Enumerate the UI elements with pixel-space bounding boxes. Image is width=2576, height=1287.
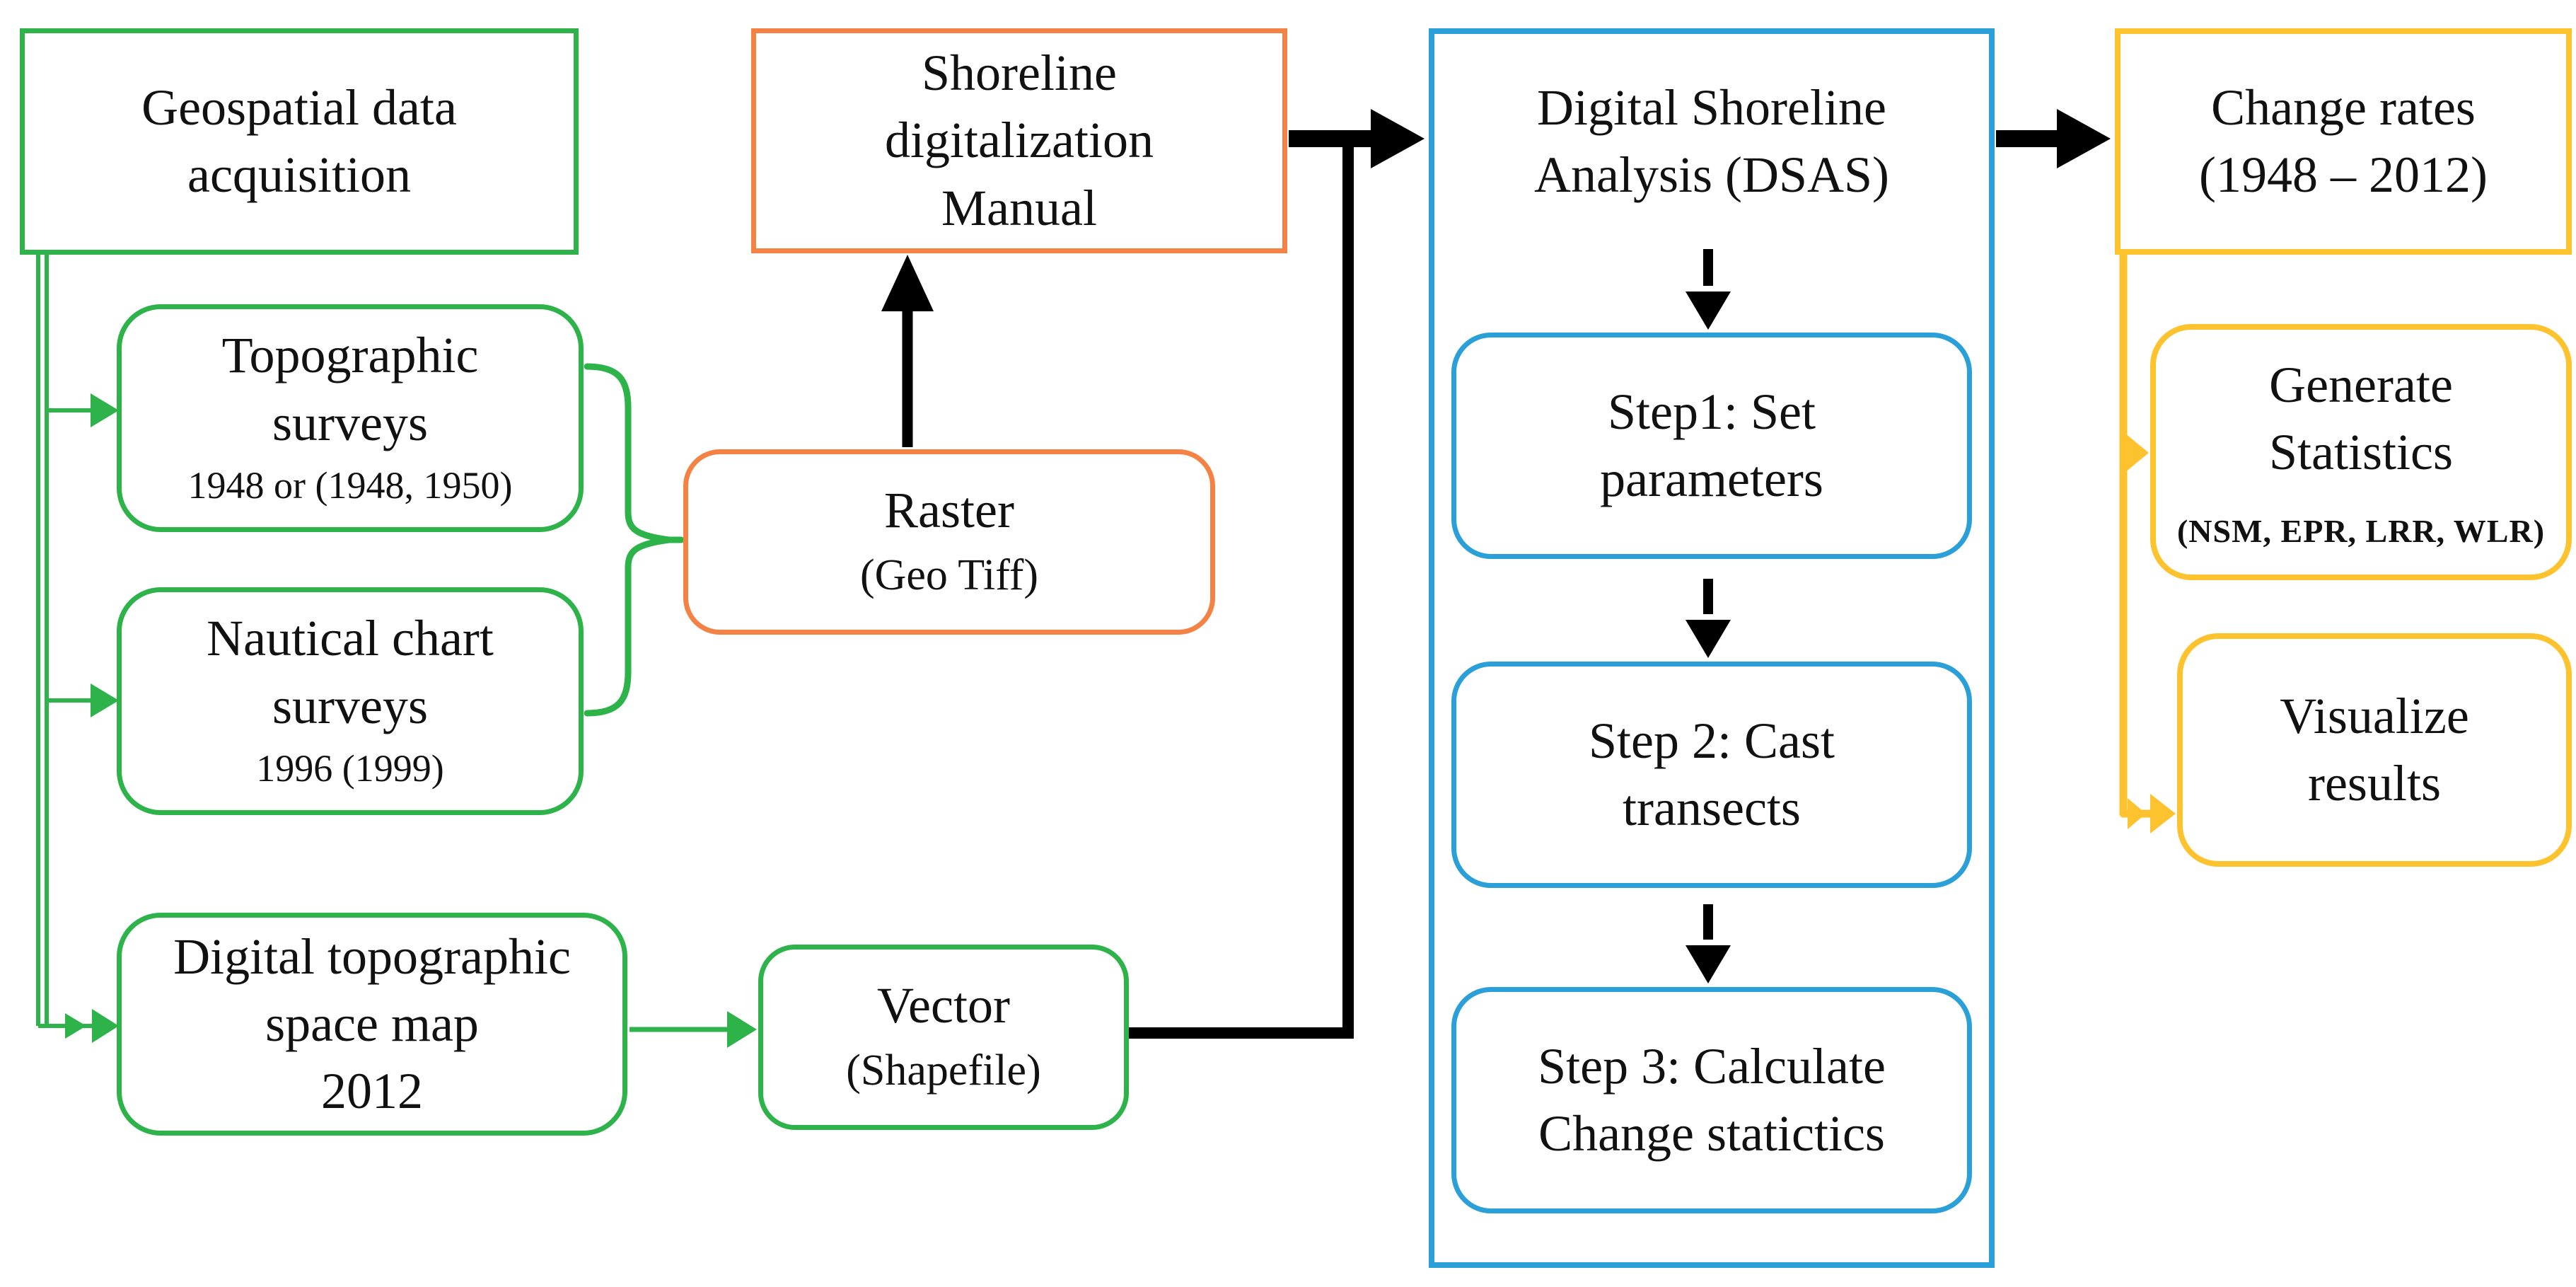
digital-map-label: space map — [265, 995, 479, 1052]
generate-statistics-label: Statistics — [2268, 424, 2453, 481]
step1-label: parameters — [1600, 451, 1823, 507]
branch-arrow-topographic — [47, 393, 119, 427]
to-visualize-arrow — [2123, 794, 2176, 833]
nautical-years: 1996 (1999) — [256, 746, 444, 790]
step3-label: Step 3: Calculate — [1538, 1037, 1886, 1095]
vector-to-dsas-line — [1129, 134, 1354, 1039]
visualize-results-box: Visualize results — [2177, 633, 2572, 867]
dsas-title-line: Analysis (DSAS) — [1533, 146, 1890, 203]
step2-label: transects — [1623, 780, 1801, 836]
generate-statistics-metrics: (NSM, EPR, LRR, WLR) — [2176, 513, 2546, 550]
raster-label: Raster — [884, 481, 1014, 538]
digital-map-box: Digital topographic space map 2012 — [117, 913, 627, 1136]
dsas-to-change-rates-arrow — [1996, 109, 2111, 168]
geospatial-label: acquisition — [187, 146, 411, 203]
raster-box: Raster (Geo Tiff) — [683, 449, 1215, 635]
step2-label: Step 2: Cast — [1588, 712, 1835, 769]
change-rates-range: (1948 – 2012) — [2199, 146, 2488, 203]
branch-arrow-nautical — [47, 683, 119, 717]
change-rates-label: Change rates — [2211, 79, 2476, 136]
step2-box: Step 2: Cast transects — [1451, 662, 1972, 888]
topographic-label: Topographic — [221, 327, 479, 384]
shoreline-to-dsas-arrow — [1289, 109, 1425, 168]
topographic-label: surveys — [272, 394, 428, 451]
dsas-container — [1429, 28, 1995, 1268]
nautical-label: Nautical chart — [207, 610, 494, 667]
shoreline-box: Shoreline digitalization Manual — [751, 28, 1287, 253]
dsas-title-line: Digital Shoreline — [1537, 79, 1886, 136]
branch-arrow-digital-map — [38, 1009, 119, 1043]
dsas-step-dashed-arrow-1 — [1686, 249, 1731, 330]
raster-format: (Geo Tiff) — [859, 550, 1039, 599]
nautical-label: surveys — [272, 677, 428, 734]
to-generate-stats-arrow — [2123, 433, 2149, 473]
dsas-step-dashed-arrow-2 — [1686, 579, 1731, 658]
visualize-results-label: Visualize — [2280, 687, 2469, 744]
step3-label: Change statictics — [1538, 1105, 1885, 1162]
change-rates-box: Change rates (1948 – 2012) — [2115, 28, 2572, 255]
generate-statistics-box: Generate Statistics (NSM, EPR, LRR, WLR) — [2150, 324, 2572, 580]
vector-format: (Shapefile) — [846, 1046, 1041, 1095]
step1-box: Step1: Set parameters — [1451, 333, 1972, 559]
geospatial-label: Geospatial data — [141, 79, 457, 136]
vector-box: Vector (Shapefile) — [758, 945, 1129, 1130]
digital-to-vector-arrow — [630, 1011, 757, 1048]
raster-to-shoreline-arrow — [881, 255, 934, 447]
visualize-results-label: results — [2308, 755, 2441, 812]
shoreline-label: Shoreline — [922, 45, 1117, 102]
nautical-box: Nautical chart surveys 1996 (1999) — [117, 587, 584, 815]
vector-label: Vector — [877, 976, 1010, 1034]
dsas-step-dashed-arrow-3 — [1686, 904, 1731, 983]
green-trunk-line — [36, 253, 49, 1026]
step3-box: Step 3: Calculate Change statictics — [1451, 987, 1972, 1213]
topo-nautical-brace — [584, 363, 685, 717]
digital-map-label: Digital topographic — [173, 928, 571, 985]
digital-map-year: 2012 — [321, 1063, 423, 1120]
dsas-title: Digital Shoreline Analysis (DSAS) — [1443, 64, 1980, 219]
step1-label: Step1: Set — [1607, 383, 1816, 440]
shoreline-label: Manual — [941, 179, 1097, 236]
topographic-box: Topographic surveys 1948 or (1948, 1950) — [117, 304, 584, 532]
generate-statistics-label: Generate — [2269, 357, 2453, 414]
shoreline-label: digitalization — [885, 112, 1154, 169]
topographic-years: 1948 or (1948, 1950) — [187, 463, 513, 507]
geospatial-box: Geospatial data acquisition — [20, 28, 579, 255]
